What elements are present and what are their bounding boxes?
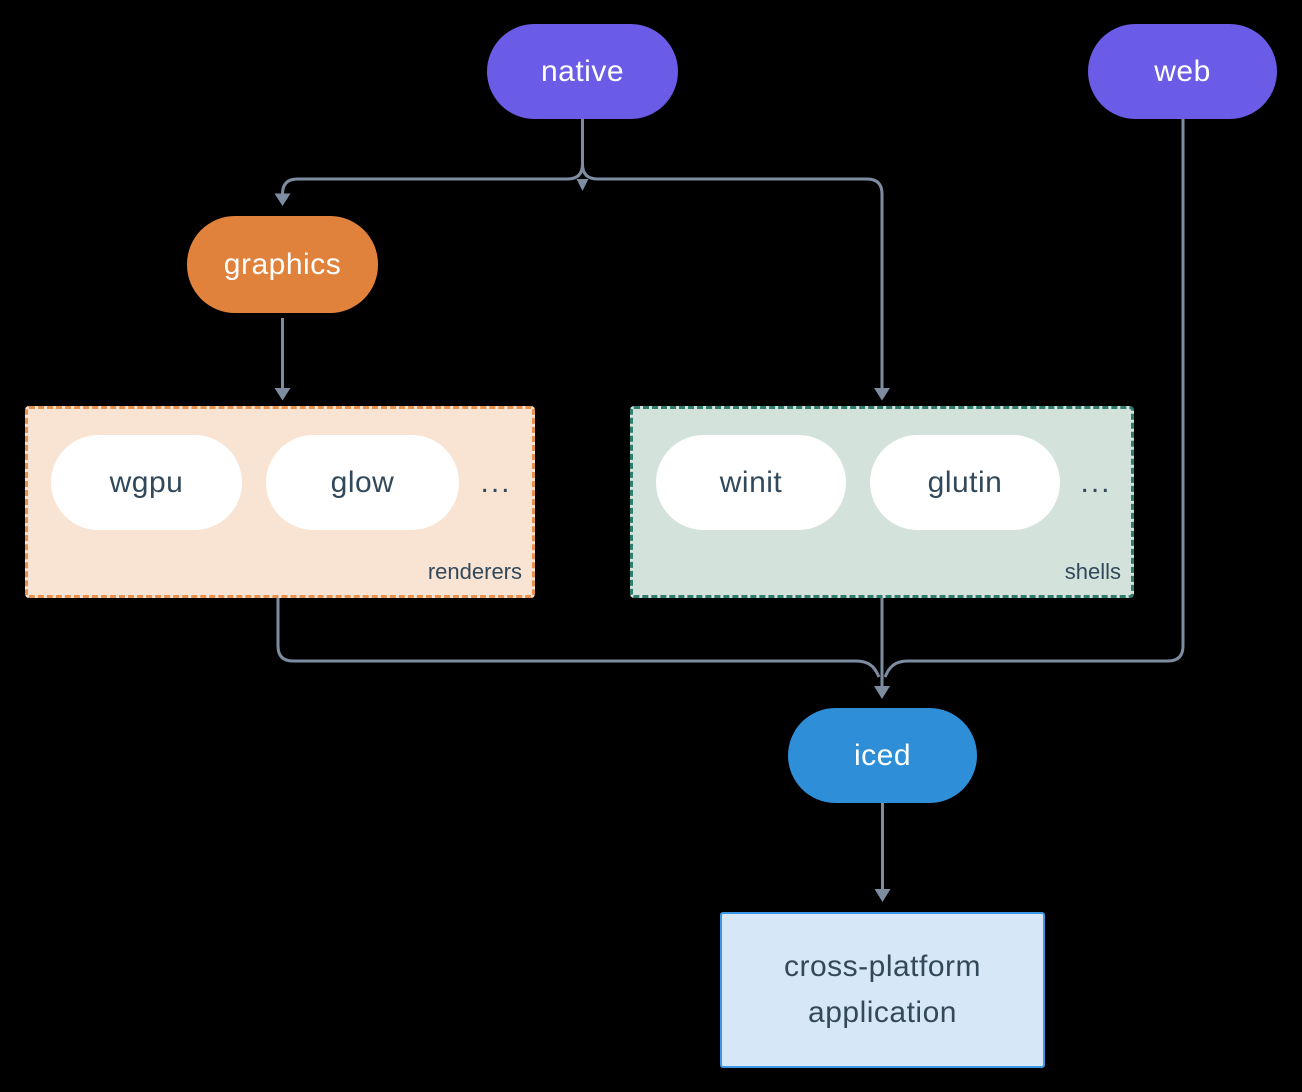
group-shells-label: shells xyxy=(1064,559,1121,584)
edge-renderers-iced xyxy=(276,598,881,678)
node-application: cross-platform application xyxy=(720,912,1045,1068)
arrowhead-into-application xyxy=(874,889,891,902)
renderers-ellipsis: ... xyxy=(480,465,512,499)
native-junction-peak xyxy=(576,179,589,191)
node-graphics-label: graphics xyxy=(223,247,342,281)
group-renderers-box: wgpu glow ... renderers xyxy=(25,406,535,598)
node-wgpu: wgpu xyxy=(51,435,242,530)
node-web-label: web xyxy=(1154,54,1211,88)
arrowhead-into-shells xyxy=(874,388,890,401)
node-wgpu-label: wgpu xyxy=(109,465,184,499)
node-native-label: native xyxy=(540,54,625,88)
arrowhead-into-renderers xyxy=(274,388,291,401)
group-shells-box: winit glutin ... shells xyxy=(630,406,1134,598)
arrowhead-into-iced xyxy=(874,686,890,699)
node-winit: winit xyxy=(656,435,846,530)
node-glutin-label: glutin xyxy=(927,465,1003,499)
shells-ellipsis: ... xyxy=(1080,465,1112,499)
group-renderers-label: renderers xyxy=(427,559,522,584)
node-iced: iced xyxy=(788,708,977,803)
node-glutin: glutin xyxy=(870,435,1060,530)
application-label-line1: cross-platform xyxy=(783,950,982,983)
edge-web-iced xyxy=(883,119,1185,678)
edge-native-graphics xyxy=(281,119,584,195)
node-web: web xyxy=(1088,24,1277,119)
edge-native-shells xyxy=(581,119,884,389)
application-label-line2: application xyxy=(808,996,957,1029)
node-iced-label: iced xyxy=(853,738,912,772)
arrowhead-into-graphics xyxy=(274,193,291,206)
node-winit-label: winit xyxy=(719,465,783,499)
node-glow-label: glow xyxy=(330,465,395,499)
node-native: native xyxy=(487,24,678,119)
node-graphics: graphics xyxy=(187,216,378,313)
node-glow: glow xyxy=(266,435,459,530)
